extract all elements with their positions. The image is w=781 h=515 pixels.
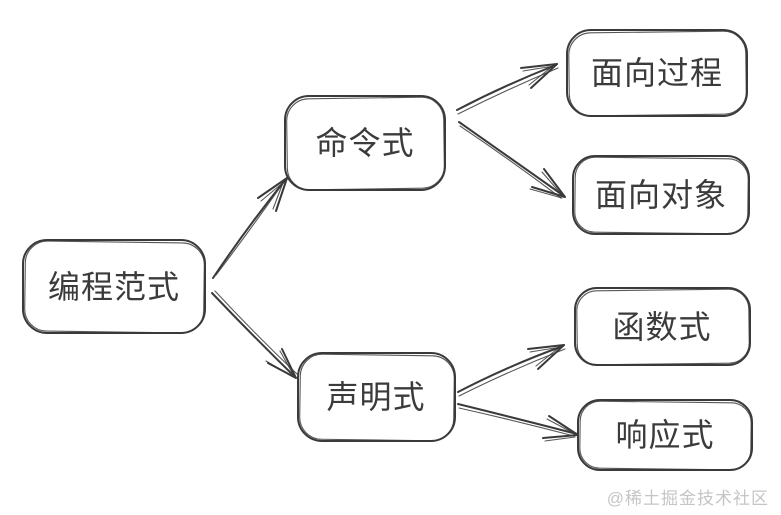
node-label-declarative: 声明式 [326,379,425,415]
node-procedural: 面向过程 [566,29,748,117]
node-reactive: 响应式 [577,399,753,471]
edge-declarative-reactive [457,403,579,442]
node-label-imperative: 命令式 [315,125,414,161]
node-declarative: 声明式 [297,352,456,442]
watermark: @稀土掘金技术社区 [606,489,769,508]
edge-root-declarative [211,290,298,379]
node-label-procedural: 面向过程 [591,55,723,91]
node-programming-paradigm: 编程范式 [22,239,206,334]
edge-declarative-functional [457,344,566,397]
node-label-programming-paradigm: 编程范式 [48,269,180,305]
node-label-object-oriented: 面向对象 [595,177,727,213]
node-imperative: 命令式 [284,95,446,191]
node-object-oriented: 面向对象 [572,155,750,235]
node-label-functional: 函数式 [612,309,711,345]
edge-imperative-object-oriented [458,121,566,199]
edge-imperative-procedural [456,63,559,115]
node-label-reactive: 响应式 [615,417,714,453]
edge-root-imperative [212,177,288,279]
node-functional: 函数式 [574,287,751,366]
